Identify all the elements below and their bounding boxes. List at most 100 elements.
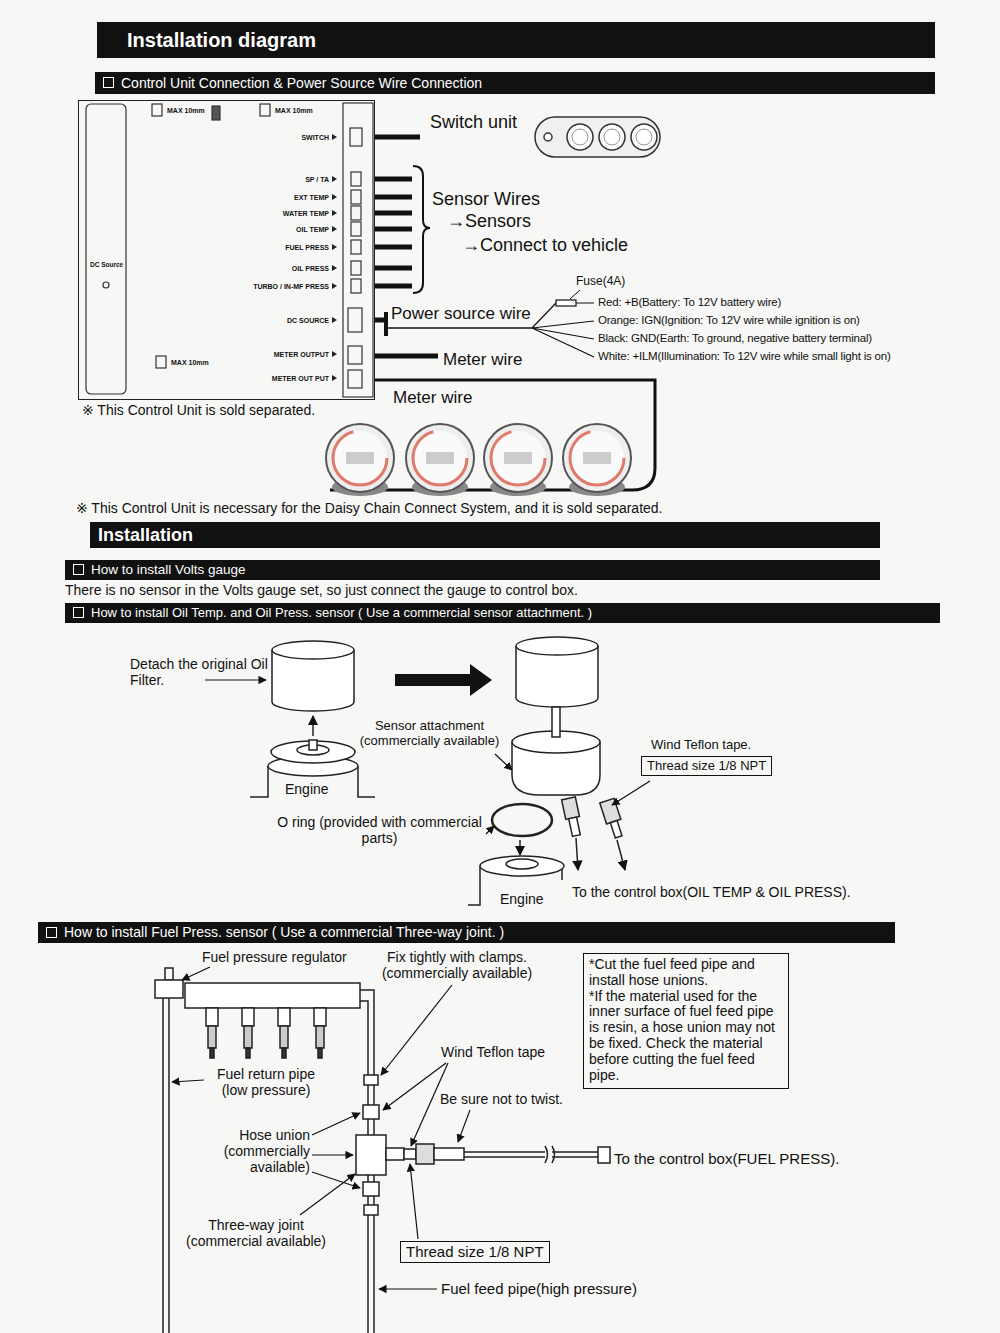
fuel-system-art: [278, 1008, 290, 1026]
gauge: [491, 431, 545, 485]
wire-bundle: [384, 312, 388, 336]
fuel-system-art: [280, 1026, 288, 1048]
band-marker: [46, 927, 57, 938]
leader-line: [300, 1174, 355, 1215]
control-unit-art: [332, 226, 337, 232]
annotation-label: Sensor attachment (commercially availabl…: [352, 719, 507, 749]
annotation-label: Black: GND(Earth: To ground, negative ba…: [598, 332, 872, 345]
oil-filter-art: [610, 821, 622, 838]
port-label: SP / TA: [305, 176, 329, 184]
control-unit-art: [351, 279, 361, 293]
annotation-label: →Connect to vehicle: [462, 235, 628, 256]
port-label: WATER TEMP: [283, 210, 329, 218]
fuel-system-art: [282, 1048, 286, 1058]
wire-bundle: [556, 300, 576, 306]
box-text: Thread size 1/8 NPT: [647, 758, 766, 773]
control-unit-art: [348, 308, 362, 332]
band-marker: [73, 607, 84, 618]
annotation-label: Engine: [500, 891, 544, 907]
control-unit-art: [86, 103, 373, 397]
control-unit-art: [350, 128, 362, 146]
annotation-label: To the control box(OIL TEMP & OIL PRESS)…: [572, 884, 851, 900]
fuel-system-art: [318, 1048, 322, 1058]
thread-size-box: Thread size 1/8 NPT: [400, 1241, 550, 1263]
control-unit-art: [348, 346, 362, 364]
gauge: [333, 431, 387, 485]
fuel-system-art: [404, 1149, 416, 1159]
annotation-label: Engine: [285, 781, 329, 797]
port-label: MAX 10mm: [167, 107, 205, 115]
annotation-label: White: +ILM(Illumination: To 12V wire wh…: [598, 350, 891, 363]
band-marker: [103, 77, 114, 88]
leader-line: [172, 1080, 204, 1082]
annotation-label: Meter wire: [443, 350, 522, 370]
section-band: How to install Oil Temp. and Oil Press. …: [65, 603, 940, 623]
section-band: How to install Fuel Press. sensor ( Use …: [38, 922, 895, 943]
wire-bundle: [375, 179, 412, 286]
fuel-system-art: [416, 1144, 434, 1164]
control-unit-art: [351, 222, 361, 236]
control-unit-art: [156, 356, 166, 368]
switch-unit: [599, 124, 625, 150]
switch-unit: [535, 117, 660, 157]
band-marker: [73, 564, 84, 575]
gauge: [570, 431, 624, 485]
gauge: [413, 431, 467, 485]
control-unit-art: [332, 317, 337, 323]
switch-unit: [604, 129, 620, 145]
control-unit-art: [348, 370, 362, 388]
leader-line: [486, 826, 494, 834]
annotation-label: ※ This Control Unit is sold separated.: [82, 402, 315, 418]
fuel-system-art: [360, 990, 374, 1075]
control-unit-art: [351, 206, 361, 220]
oil-filter-art: [250, 637, 626, 905]
oil-filter-art: [519, 840, 521, 855]
fuel-system-art: [316, 1026, 324, 1048]
control-unit-art: [332, 265, 337, 271]
annotation-label: Be sure not to twist.: [440, 1091, 563, 1107]
annotation-label: Fuel feed pipe(high pressure): [441, 1280, 637, 1297]
leader-line: [205, 680, 650, 834]
leader-line: [612, 781, 650, 805]
fuel-system-art: [244, 1026, 252, 1048]
control-unit-art: [351, 190, 361, 204]
fuel-system-art: [314, 1008, 326, 1026]
annotation-label: Fix tightly with clamps. (commercially a…: [372, 949, 542, 981]
annotation-label: Switch unit: [430, 112, 517, 133]
thread-size-box: Thread size 1/8 NPT: [641, 756, 772, 776]
band-text: How to install Volts gauge: [91, 562, 246, 577]
leader-line: [381, 985, 452, 1075]
oil-filter-art: [576, 838, 578, 870]
leader-line: [383, 1063, 446, 1110]
fuel-system-art: [434, 1148, 464, 1160]
oil-filter-art: [312, 716, 314, 736]
gauge: [563, 424, 631, 492]
switch-unit: [636, 129, 652, 145]
oil-filter-art: [552, 707, 560, 737]
switch-unit: [572, 129, 588, 145]
gauge: [326, 424, 631, 496]
fuel-system-art: [364, 1075, 378, 1085]
switch-unit: [544, 133, 552, 141]
note-box: *Cut the fuel feed pipe and install hose…: [583, 953, 789, 1089]
title-band: Installation diagram: [97, 22, 935, 58]
leader-line: [205, 679, 266, 680]
leader-line: [182, 967, 210, 980]
annotation-label: Wind Teflon tape.: [651, 738, 751, 753]
control-unit-art: [332, 351, 337, 357]
annotation-label: Red: +B(Battery: To 12V battery wire): [598, 296, 781, 309]
fuel-system-art: [165, 968, 173, 980]
leader-line: [495, 754, 512, 770]
gauge: [426, 452, 454, 464]
annotation-label: ※ This Control Unit is necessary for the…: [76, 500, 663, 516]
gauge: [484, 424, 552, 492]
gauge: [583, 452, 611, 464]
fuel-system-art: [210, 1048, 214, 1058]
control-unit-art: [332, 176, 337, 182]
port-label: DC Source: [90, 261, 123, 269]
control-unit-art: [332, 283, 337, 289]
annotation-label: Hose union (commercially available): [180, 1127, 310, 1175]
leader-line: [410, 1164, 418, 1239]
wire-bundle: [570, 290, 580, 299]
